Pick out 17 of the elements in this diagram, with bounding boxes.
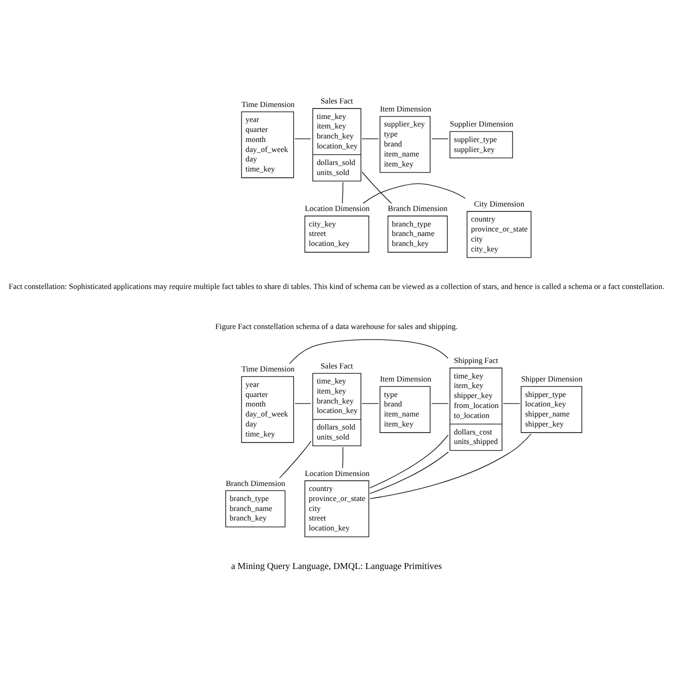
connector: [370, 434, 449, 488]
connector: [362, 138, 379, 139]
connector: [370, 432, 532, 498]
connector: [362, 171, 392, 204]
connector: [294, 138, 312, 139]
connector: [294, 402, 312, 404]
connector: [342, 446, 344, 468]
label: a Mining Query Language, DMQL: Language Primitives: [231, 560, 442, 570]
connector: [370, 451, 449, 494]
connector: [289, 338, 448, 364]
connector: [279, 440, 312, 478]
connector: [362, 402, 379, 404]
connector: [362, 182, 466, 204]
connector: [502, 402, 520, 404]
connector: [431, 138, 449, 139]
connector: [342, 181, 344, 204]
connector: [431, 402, 449, 404]
